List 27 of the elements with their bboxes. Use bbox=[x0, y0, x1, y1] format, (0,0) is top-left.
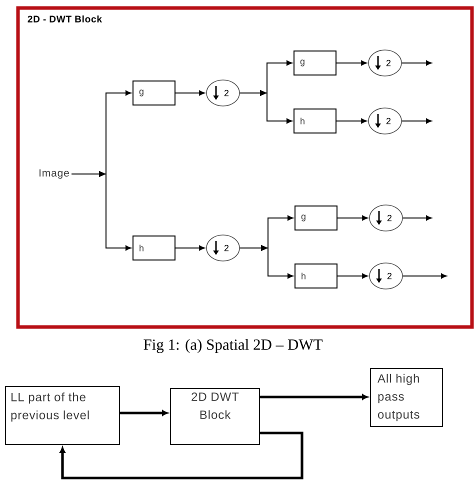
filter-box: h bbox=[294, 108, 336, 134]
arrow bbox=[336, 118, 367, 124]
arrow bbox=[337, 273, 368, 279]
arrow bbox=[239, 90, 292, 124]
arrow bbox=[402, 273, 447, 279]
arrow bbox=[401, 60, 432, 66]
process-box: LL part of the previous level bbox=[5, 386, 120, 445]
arrow bbox=[60, 432, 304, 480]
filter-box: g bbox=[132, 80, 176, 106]
filter-box: h bbox=[294, 264, 338, 288]
process-box: All high pass outputs bbox=[370, 368, 443, 427]
arrow bbox=[120, 410, 168, 416]
arrow bbox=[175, 90, 205, 96]
filter-box: h bbox=[132, 236, 176, 260]
arrow bbox=[71, 171, 132, 251]
arrow bbox=[336, 60, 367, 66]
arrow bbox=[402, 215, 432, 221]
arrow bbox=[260, 394, 368, 400]
arrow bbox=[401, 118, 432, 124]
filter-box: g bbox=[294, 50, 336, 76]
arrow bbox=[175, 245, 205, 251]
arrow bbox=[337, 215, 368, 221]
arrow bbox=[239, 245, 294, 279]
input-label: Image bbox=[40, 169, 69, 179]
process-box: 2D DWT Block bbox=[170, 388, 260, 445]
filter-box: g bbox=[294, 206, 338, 230]
figure-caption: Fig 1: (a) Spatial 2D – DWT bbox=[144, 338, 322, 354]
